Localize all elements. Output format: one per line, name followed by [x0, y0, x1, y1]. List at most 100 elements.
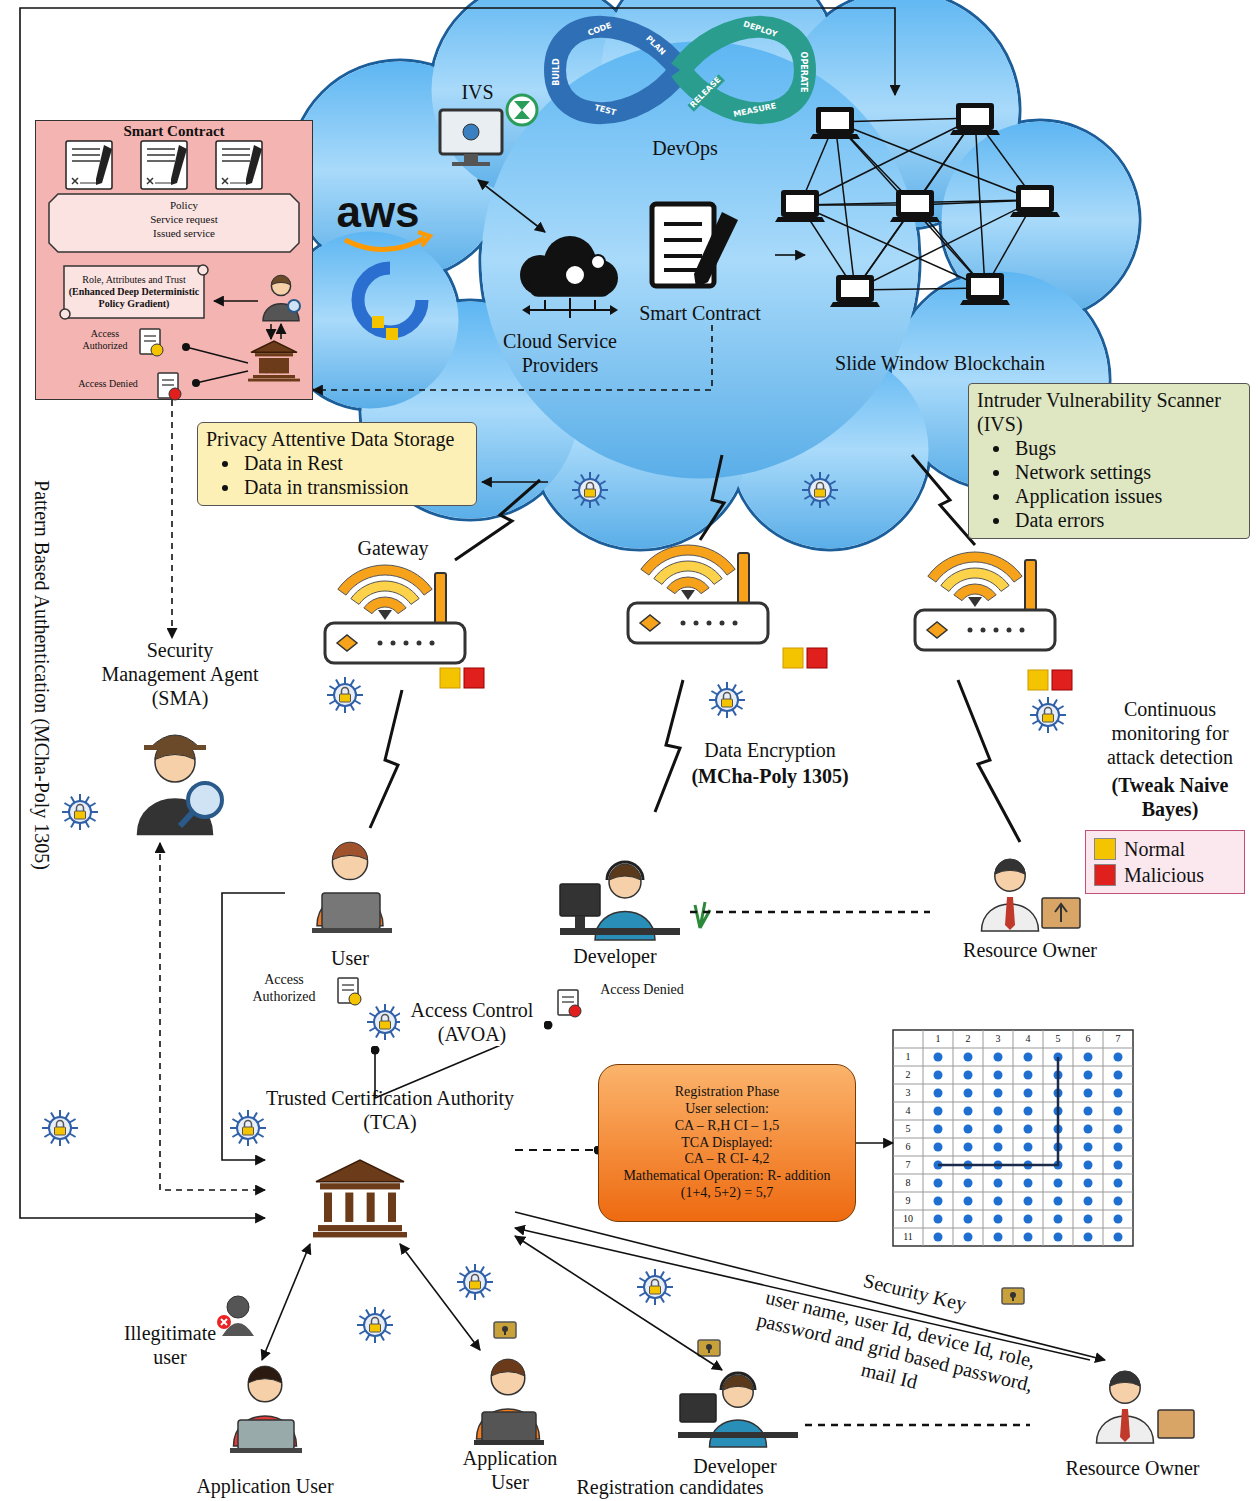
shape-outline [49, 194, 299, 252]
grid-table [1084, 1179, 1093, 1188]
devops-logo [555, 27, 805, 113]
owner-node: Resource Owner [1030, 1360, 1235, 1480]
grid-table [964, 1233, 973, 1242]
panel-illustration [147, 178, 153, 184]
security-badge [804, 496, 810, 500]
security-badge [581, 500, 585, 506]
security-badge [815, 489, 826, 497]
security-badge [391, 1032, 395, 1038]
grid-table [1114, 1089, 1123, 1098]
grid-table [893, 1084, 1133, 1085]
security-badge [374, 1336, 376, 1343]
router-icon [1025, 560, 1036, 612]
security-badge [826, 474, 830, 480]
node-text: CA – R CI- 4,2 [613, 1151, 841, 1168]
node-title: Gateway [318, 536, 468, 560]
security-badge [485, 1288, 491, 1292]
security-badge [71, 796, 75, 802]
security-badge [374, 1011, 396, 1033]
node-text: User selection: [613, 1101, 841, 1118]
grid-table [1084, 1233, 1093, 1242]
connector [805, 1424, 1030, 1427]
checklist: PolicyService requestIssued service [48, 193, 300, 253]
legend-text: Normal [1124, 837, 1185, 861]
panel-illustration [72, 160, 100, 162]
router-icon [968, 628, 973, 633]
security-badge [69, 801, 91, 823]
panel-illustration [192, 379, 200, 387]
network-icon [890, 217, 940, 222]
shape-outline [198, 265, 208, 275]
security-badge [237, 1117, 259, 1139]
security-badge [665, 1278, 671, 1282]
panel-illustration [222, 148, 250, 150]
network-icon [901, 195, 929, 212]
aws-logo [386, 328, 398, 340]
grid-table [934, 1125, 943, 1134]
security-badge [646, 1297, 650, 1303]
security-badge [819, 501, 821, 508]
security-badge [486, 1281, 493, 1283]
legend-swatch [1094, 864, 1116, 886]
grid-table [1114, 1071, 1123, 1080]
grid-table [893, 1138, 1133, 1139]
router-icon [783, 648, 803, 668]
network-icon [817, 108, 853, 133]
edge-label: Pattern Based Authentication (MCha-Poly … [30, 480, 54, 870]
security-badge [90, 818, 96, 822]
table-cell: 3 [893, 1084, 923, 1102]
security-badge [481, 1266, 485, 1272]
wireless-link [958, 680, 1020, 842]
security-badge [64, 818, 70, 822]
security-badge [86, 822, 90, 828]
node-title: Smart Contract [40, 122, 308, 140]
actor-icon [313, 1232, 407, 1237]
security-badge [654, 1269, 656, 1276]
grid-table [1024, 1143, 1033, 1152]
cloud-gear-icon [544, 300, 546, 310]
node-title: Intruder Vulnerability Scanner (IVS) [977, 388, 1241, 436]
security-badge [596, 474, 600, 480]
grid-table [1024, 1233, 1033, 1242]
logo-word: RELEASE [687, 74, 724, 111]
grid-table [1024, 1071, 1033, 1080]
security-badge [733, 710, 737, 716]
devops-logo [680, 27, 805, 113]
cloud-gear-icon [594, 300, 596, 310]
legend-text: Malicious [1124, 863, 1204, 887]
actor-icon [316, 1160, 404, 1182]
network-icon [897, 191, 933, 216]
security-badge [71, 1127, 78, 1129]
security-badge [44, 1134, 50, 1138]
panel-illustration [162, 384, 174, 386]
grid-table [1084, 1197, 1093, 1206]
security-badge [726, 682, 728, 689]
wireless-link [370, 690, 402, 828]
security-badge [357, 1324, 364, 1326]
actor-icon [144, 745, 206, 750]
grid-table [964, 1107, 973, 1116]
grid-table [1024, 1053, 1033, 1062]
actor-icon [995, 859, 1025, 874]
node-title: Application User [445, 1446, 575, 1494]
router-icon [720, 621, 725, 626]
security-badge [66, 1138, 70, 1144]
security-badge [474, 1264, 476, 1271]
grid-table [994, 1233, 1003, 1242]
security-badge [459, 1288, 465, 1292]
grid-table [1114, 1143, 1123, 1152]
connector [222, 893, 285, 1160]
grid-table [893, 1102, 1133, 1103]
router-icon [915, 610, 1055, 650]
security-badge [79, 823, 81, 830]
security-badge [639, 1278, 645, 1282]
security-badge [1039, 699, 1043, 705]
actor-icon [1120, 1409, 1130, 1442]
grid-table [1024, 1179, 1033, 1188]
contract-icon [664, 222, 702, 226]
panel-illustration [274, 358, 282, 373]
note-label: Continuous monitoring for attack detecti… [1088, 697, 1253, 769]
security-badge [355, 701, 361, 705]
security-badge [355, 686, 361, 690]
cloud [482, 42, 919, 479]
